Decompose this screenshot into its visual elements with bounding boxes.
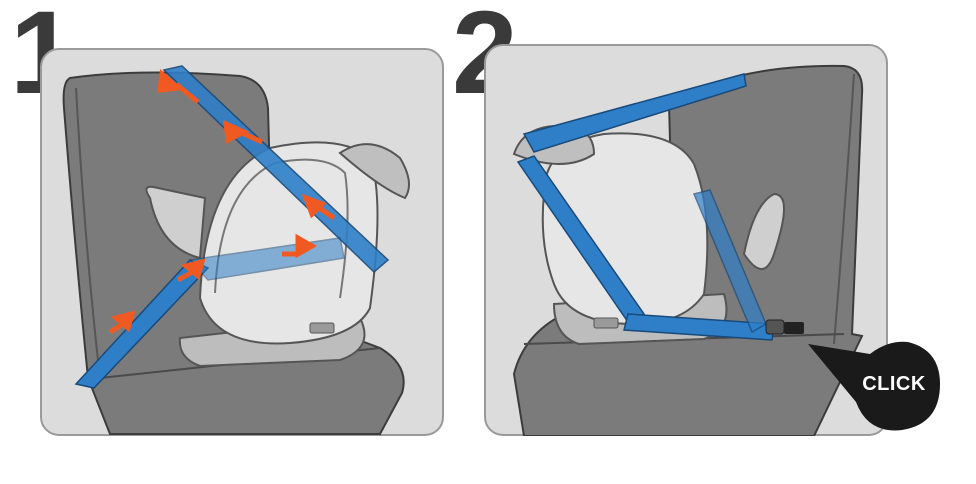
- seat-belt-icon: [74, 65, 390, 389]
- step-1-illustration: [40, 48, 444, 436]
- child-car-seat-icon: [145, 141, 410, 368]
- direction-arrow-icon: [301, 193, 336, 221]
- direction-arrow-icon: [157, 69, 200, 104]
- direction-arrow-icon: [176, 258, 206, 283]
- direction-arrow-icon: [222, 119, 264, 145]
- click-callout-bubble: [808, 341, 940, 431]
- click-callout-text: CLICK: [862, 373, 926, 395]
- direction-arrow-icon: [108, 310, 136, 335]
- buckle-icon: [765, 319, 804, 335]
- step-2-illustration: [484, 44, 888, 436]
- seat-belt-icon: [516, 73, 775, 341]
- direction-arrow-icon: [282, 233, 318, 259]
